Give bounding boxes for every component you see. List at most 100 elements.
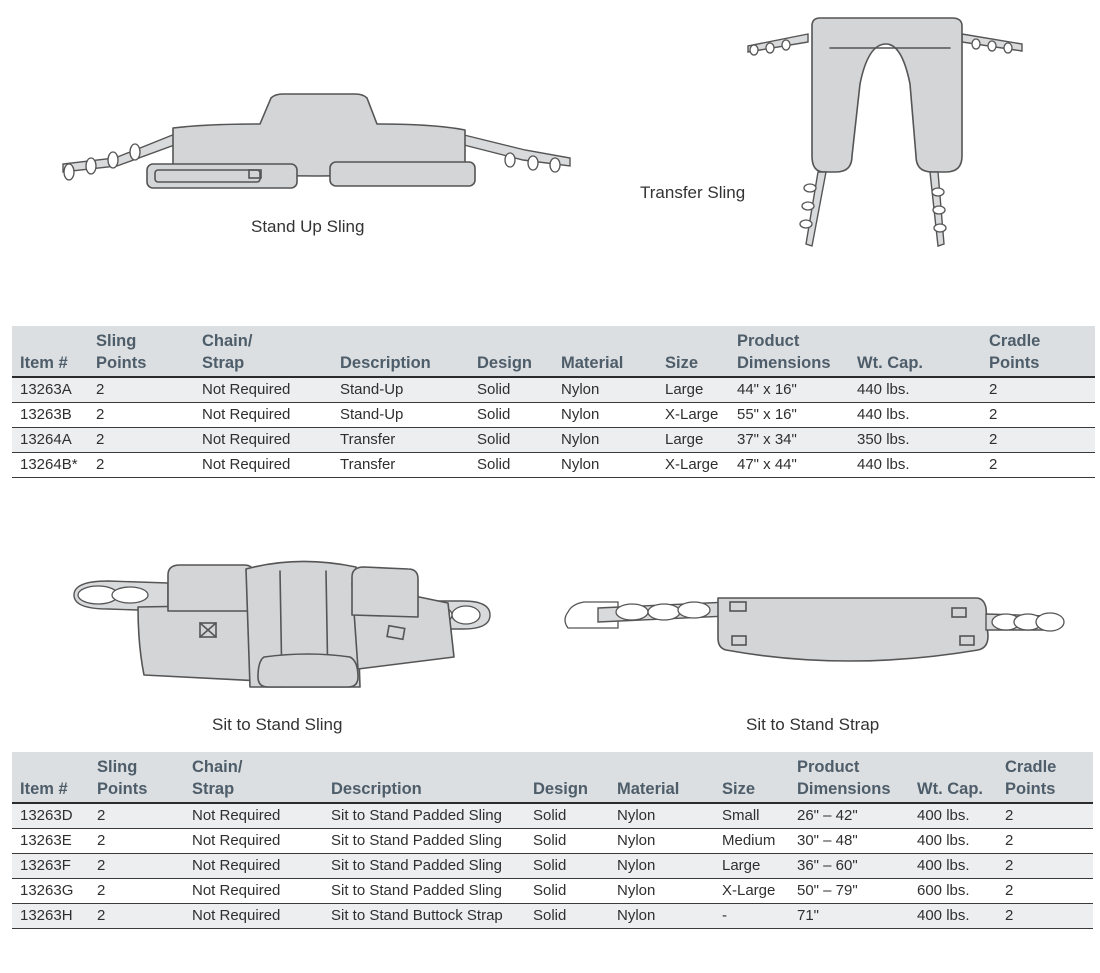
cell-size: Large [657, 377, 729, 403]
cell-wt-cap: 350 lbs. [849, 427, 981, 453]
table-row: 13263B 2 Not Required Stand-Up Solid Nyl… [12, 402, 1095, 428]
cell-material: Nylon [553, 377, 657, 403]
cell-dimensions: 50" – 79" [789, 878, 909, 904]
cell-sling-points: 2 [89, 803, 184, 829]
table-row: 13263A 2 Not Required Stand-Up Solid Nyl… [12, 377, 1095, 403]
header-design: Design [525, 752, 609, 803]
cell-material: Nylon [553, 402, 657, 428]
table-row: 13263F 2 Not Required Sit to Stand Padde… [12, 853, 1093, 879]
cell-cradle-points: 2 [997, 853, 1093, 879]
header-description: Description [323, 752, 525, 803]
cell-wt-cap: 440 lbs. [849, 402, 981, 428]
cell-description: Transfer [332, 452, 469, 478]
cell-item: 13264A [12, 427, 88, 453]
cell-chain-strap: Not Required [184, 878, 323, 904]
cell-wt-cap: 600 lbs. [909, 878, 997, 904]
cell-description: Sit to Stand Padded Sling [323, 803, 525, 829]
cell-chain-strap: Not Required [184, 803, 323, 829]
cell-wt-cap: 440 lbs. [849, 377, 981, 403]
cell-description: Sit to Stand Buttock Strap [323, 903, 525, 929]
sit-to-stand-sling-caption: Sit to Stand Sling [212, 715, 343, 734]
cell-dimensions: 55" x 16" [729, 402, 849, 428]
cell-size: X-Large [657, 452, 729, 478]
cell-design: Solid [525, 878, 609, 904]
cell-cradle-points: 2 [981, 402, 1095, 428]
cell-cradle-points: 2 [997, 803, 1093, 829]
cell-sling-points: 2 [88, 427, 194, 453]
header-material: Material [553, 326, 657, 377]
header-chain-strap: Chain/Strap [184, 752, 323, 803]
sit-to-stand-sling-illustration [68, 555, 498, 690]
header-wt-cap: Wt. Cap. [909, 752, 997, 803]
cell-size: - [714, 903, 789, 929]
cell-item: 13263E [12, 828, 89, 854]
cell-cradle-points: 2 [981, 377, 1095, 403]
table-row: 13263E 2 Not Required Sit to Stand Padde… [12, 828, 1093, 854]
cell-sling-points: 2 [89, 878, 184, 904]
transfer-sling-caption: Transfer Sling [640, 183, 746, 202]
cell-material: Nylon [609, 828, 714, 854]
cell-sling-points: 2 [88, 377, 194, 403]
cell-description: Stand-Up [332, 402, 469, 428]
cell-dimensions: 26" – 42" [789, 803, 909, 829]
cell-size: Large [714, 853, 789, 879]
table-row: 13263G 2 Not Required Sit to Stand Padde… [12, 878, 1093, 904]
cell-item: 13263H [12, 903, 89, 929]
cell-cradle-points: 2 [997, 878, 1093, 904]
table-row: 13264A 2 Not Required Transfer Solid Nyl… [12, 427, 1095, 453]
table-row: 13263D 2 Not Required Sit to Stand Padde… [12, 803, 1093, 829]
cell-dimensions: 71" [789, 903, 909, 929]
cell-dimensions: 44" x 16" [729, 377, 849, 403]
cell-chain-strap: Not Required [184, 903, 323, 929]
cell-size: Small [714, 803, 789, 829]
cell-design: Solid [525, 803, 609, 829]
cell-description: Transfer [332, 427, 469, 453]
cell-item: 13263D [12, 803, 89, 829]
stand-up-sling-caption: Stand Up Sling [251, 217, 365, 236]
header-size: Size [657, 326, 729, 377]
cell-wt-cap: 400 lbs. [909, 803, 997, 829]
cell-description: Sit to Stand Padded Sling [323, 878, 525, 904]
cell-size: Large [657, 427, 729, 453]
cell-chain-strap: Not Required [194, 452, 332, 478]
cell-sling-points: 2 [89, 903, 184, 929]
cell-dimensions: 30" – 48" [789, 828, 909, 854]
stand-up-sling-illustration [55, 90, 575, 205]
cell-design: Solid [469, 402, 553, 428]
cell-item: 13263A [12, 377, 88, 403]
sit-to-stand-strap-caption: Sit to Stand Strap [746, 715, 880, 734]
header-material: Material [609, 752, 714, 803]
cell-material: Nylon [553, 452, 657, 478]
cell-cradle-points: 2 [981, 452, 1095, 478]
header-wt-cap: Wt. Cap. [849, 326, 981, 377]
cell-item: 13263G [12, 878, 89, 904]
transfer-sling-illustration [740, 14, 1030, 254]
header-chain-strap: Chain/Strap [194, 326, 332, 377]
cell-size: X-Large [657, 402, 729, 428]
cell-dimensions: 37" x 34" [729, 427, 849, 453]
header-item: Item # [12, 326, 88, 377]
table-row: 13264B* 2 Not Required Transfer Solid Ny… [12, 452, 1095, 478]
cell-size: X-Large [714, 878, 789, 904]
cell-sling-points: 2 [88, 402, 194, 428]
cell-chain-strap: Not Required [194, 402, 332, 428]
cell-item: 13264B* [12, 452, 88, 478]
cell-sling-points: 2 [89, 853, 184, 879]
cell-sling-points: 2 [88, 452, 194, 478]
cell-description: Stand-Up [332, 377, 469, 403]
header-size: Size [714, 752, 789, 803]
cell-cradle-points: 2 [997, 903, 1093, 929]
header-description: Description [332, 326, 469, 377]
cell-description: Sit to Stand Padded Sling [323, 828, 525, 854]
cell-material: Nylon [609, 878, 714, 904]
header-design: Design [469, 326, 553, 377]
cell-material: Nylon [553, 427, 657, 453]
cell-design: Solid [469, 427, 553, 453]
cell-wt-cap: 400 lbs. [909, 903, 997, 929]
cell-chain-strap: Not Required [184, 853, 323, 879]
